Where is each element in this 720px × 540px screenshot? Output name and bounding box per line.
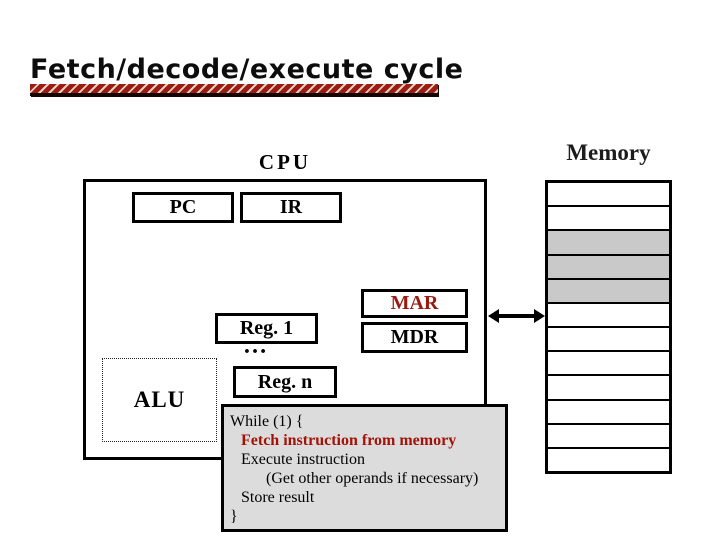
mar-register-box: MAR [361, 289, 468, 318]
memory-row [548, 303, 669, 329]
memory-row [548, 424, 669, 449]
memory-row [548, 448, 669, 472]
code-line: } [230, 508, 238, 525]
title-underline-bar [30, 84, 438, 96]
pc-register-box: PC [132, 192, 234, 223]
reg1-register-box: Reg. 1 [215, 313, 318, 344]
memory-row [548, 376, 669, 401]
code-line: (Get other operands if necessary) [266, 470, 479, 487]
arrow-left-head-icon [488, 309, 499, 323]
memory-label: Memory [566, 140, 651, 165]
memory-row [548, 183, 669, 208]
code-box: While (1) { Fetch instruction from memory… [221, 404, 508, 532]
mdr-register-box: MDR [361, 322, 468, 353]
cpu-memory-bus-arrow [488, 308, 545, 324]
memory-row [548, 231, 669, 256]
code-line: Execute instruction [241, 451, 365, 468]
memory-row [548, 207, 669, 232]
page-title: Fetch/decode/execute cycle [30, 54, 464, 86]
registers-ellipsis: … [243, 333, 268, 359]
ir-register-box: IR [240, 192, 342, 223]
code-line: Store result [241, 489, 315, 506]
memory-row [548, 255, 669, 280]
cpu-label: CPU [258, 150, 312, 174]
memory-row [548, 352, 669, 377]
memory-row [548, 279, 669, 304]
code-line-fetch-highlight: Fetch instruction from memory [241, 432, 457, 449]
regn-register-box: Reg. n [233, 366, 337, 398]
alu-box: ALU [102, 358, 217, 442]
arrow-shaft [496, 314, 537, 318]
memory-box [545, 180, 672, 474]
arrow-right-head-icon [534, 309, 545, 323]
code-line: While (1) { [230, 413, 304, 430]
memory-row [548, 328, 669, 353]
memory-row [548, 400, 669, 425]
